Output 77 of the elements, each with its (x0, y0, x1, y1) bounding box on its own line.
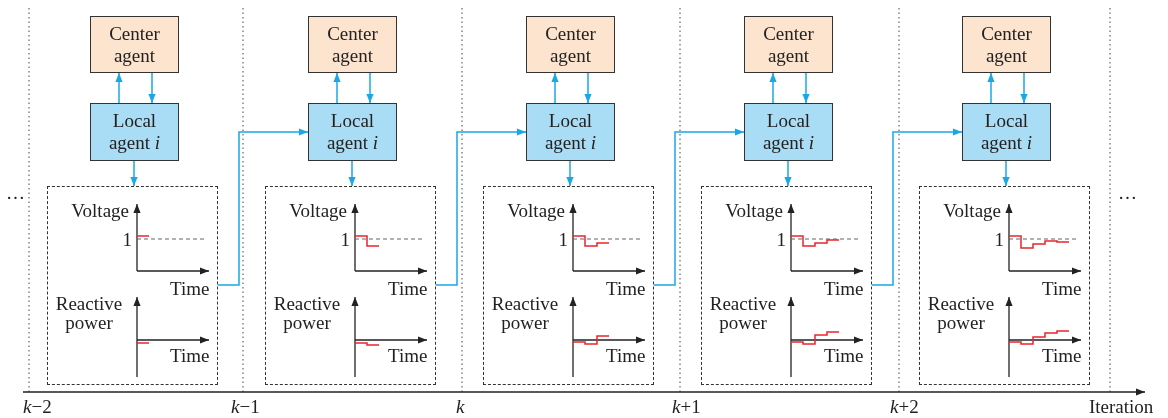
local-agent-box (962, 103, 1051, 161)
center-agent-box (308, 16, 397, 73)
axis-label: Reactive power (708, 294, 778, 332)
center-agent-box (744, 16, 833, 73)
arrow (148, 72, 156, 104)
local-agent-box (744, 103, 833, 161)
arrow (551, 72, 559, 104)
agent-label: Center agent (980, 22, 1033, 67)
arrow (566, 160, 574, 187)
center-agent-box (526, 16, 615, 73)
tick-label: 1 (340, 230, 350, 249)
arrow (1020, 72, 1028, 104)
axis-label: Voltage (507, 201, 565, 220)
axis-label: Time (388, 346, 428, 365)
center-agent-box (90, 16, 179, 73)
local-agent-box (308, 103, 397, 161)
axis-label: Voltage (289, 201, 347, 220)
arrow (871, 128, 963, 286)
tick-label: 1 (122, 230, 132, 249)
arrow (802, 72, 810, 104)
dashed-panel (701, 186, 872, 385)
axis-label: Time (824, 279, 864, 298)
ellipsis: … (6, 183, 25, 202)
axis-label: Time (170, 346, 210, 365)
agent-label: Center agent (326, 22, 379, 67)
axis-label: Voltage (725, 201, 783, 220)
dashed-panel (919, 186, 1090, 385)
local-agent-box (90, 103, 179, 161)
arrow (115, 72, 123, 104)
arrow (653, 128, 745, 286)
agent-label: Center agent (762, 22, 815, 67)
axis-label: Time (388, 279, 428, 298)
arrow (217, 128, 309, 286)
center-agent-box (962, 16, 1051, 73)
tick-label: k+2 (890, 397, 919, 416)
tick-label: k−2 (23, 397, 52, 416)
axis-label: Time (824, 346, 864, 365)
axis-label: Time (1042, 279, 1082, 298)
arrow (435, 128, 527, 286)
arrow (784, 160, 792, 187)
axis-label: Reactive power (54, 294, 124, 332)
axis-label: Time (170, 279, 210, 298)
agent-label: Center agent (108, 22, 161, 67)
agent-label: Local agent i (543, 110, 598, 154)
dashed-panel (47, 186, 218, 385)
tick-label: k (456, 397, 465, 416)
agent-label: Local agent i (325, 110, 380, 154)
tick-label: k−1 (231, 397, 260, 416)
dashed-panel (483, 186, 654, 385)
local-agent-box (526, 103, 615, 161)
arrow (769, 72, 777, 104)
axis-label: Time (606, 279, 646, 298)
axis-label: Reactive power (926, 294, 996, 332)
agent-label: Local agent i (979, 110, 1034, 154)
dashed-panel (265, 186, 436, 385)
arrow (130, 160, 138, 187)
tick-label: k+1 (672, 397, 701, 416)
ellipsis: … (1118, 183, 1137, 202)
arrow (348, 160, 356, 187)
arrow (366, 72, 374, 104)
axis-label: Time (1042, 346, 1082, 365)
agent-label: Center agent (544, 22, 597, 67)
tick-label: 1 (558, 230, 568, 249)
axis-label: Voltage (943, 201, 1001, 220)
axis-label: Time (606, 346, 646, 365)
tick-label: 1 (776, 230, 786, 249)
axis-label: Reactive power (490, 294, 560, 332)
agent-label: Local agent i (107, 110, 162, 154)
arrow (987, 72, 995, 104)
arrow (333, 72, 341, 104)
agent-label: Local agent i (761, 110, 816, 154)
axis-label: Reactive power (272, 294, 342, 332)
axis-label: Iteration (1089, 397, 1154, 416)
axis-label: Voltage (71, 201, 129, 220)
tick-label: 1 (994, 230, 1004, 249)
arrow (584, 72, 592, 104)
arrow (1002, 160, 1010, 187)
